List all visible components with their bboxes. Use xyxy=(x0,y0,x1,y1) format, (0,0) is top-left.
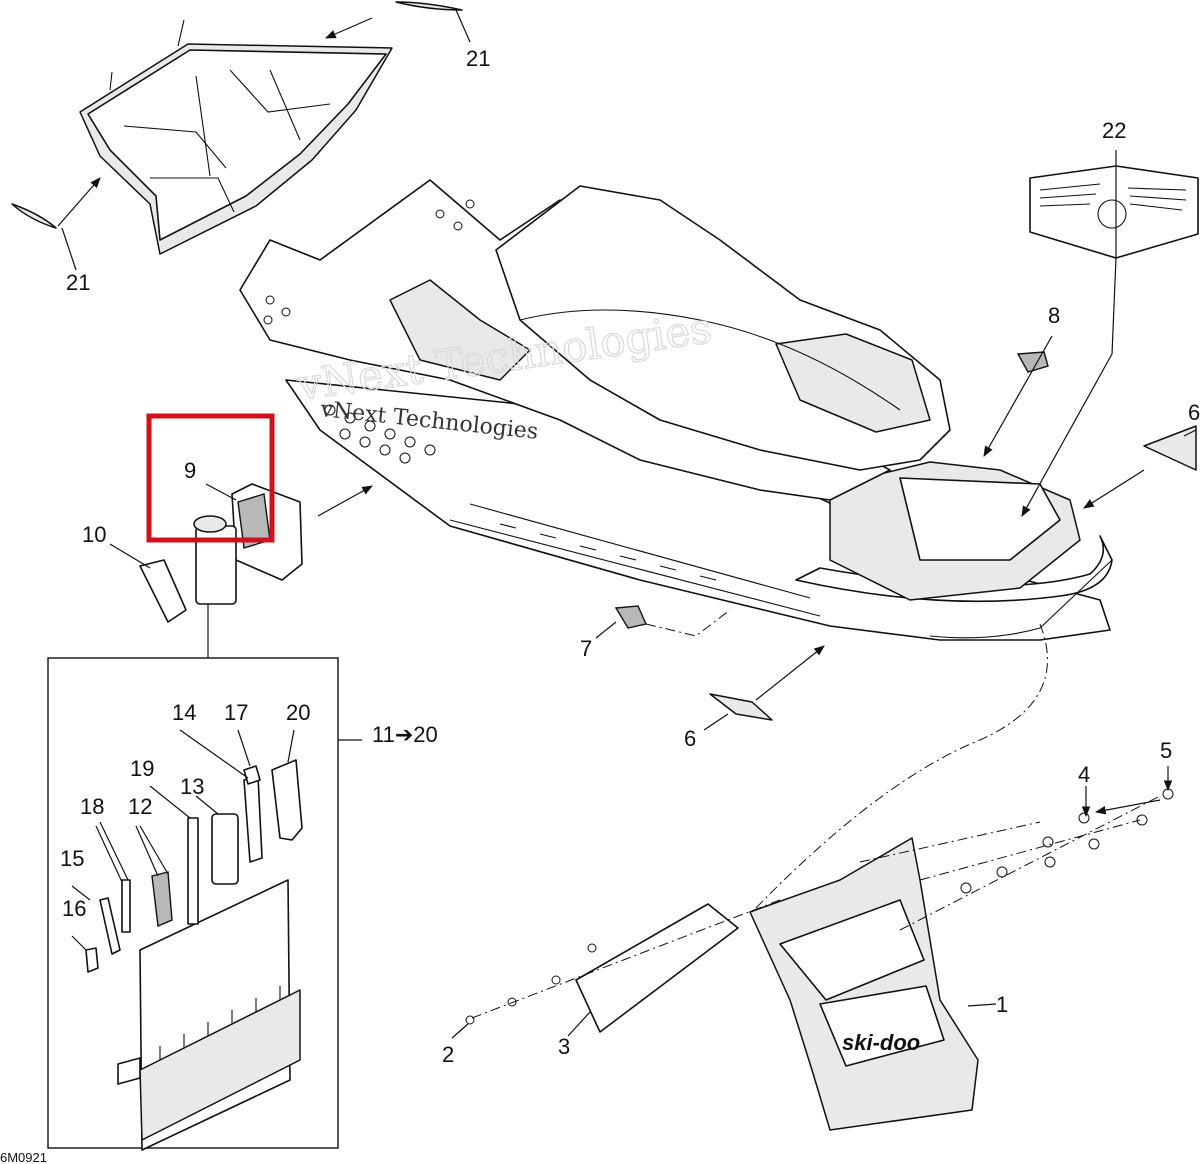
mudflap-logo: ski-doo xyxy=(842,1030,920,1055)
clip-7-part xyxy=(614,605,647,629)
callout-21-left: 21 xyxy=(66,270,90,295)
drawing-code: 6M0921 xyxy=(0,1150,47,1164)
callout-10: 10 xyxy=(82,522,106,547)
tool-16 xyxy=(85,947,99,973)
callout-22: 22 xyxy=(1102,118,1126,143)
small-sticker-21b-part xyxy=(395,1,463,11)
chassis-assembly xyxy=(239,179,1113,641)
callout-9: 9 xyxy=(184,458,196,483)
sticker-6a-part xyxy=(1143,425,1197,471)
warning-decal-22-part xyxy=(1029,165,1199,259)
mudflap-1-part: ski-doo xyxy=(749,837,979,1131)
callout-20: 20 xyxy=(286,700,310,725)
callout-4: 4 xyxy=(1078,762,1090,787)
footrest-holes xyxy=(263,199,475,464)
small-sticker-21a-part xyxy=(11,203,57,229)
belly-pan-part xyxy=(79,19,393,255)
tool-19 xyxy=(187,817,199,925)
tool-kit-box xyxy=(47,657,362,1151)
callout-9-highlight xyxy=(146,413,275,543)
callout-6-right: 6 xyxy=(1188,400,1200,425)
callout-14: 14 xyxy=(172,700,196,725)
callout-18: 18 xyxy=(80,794,104,819)
callout-8: 8 xyxy=(1048,303,1060,328)
callout-labels: 21 21 22 8 6 9 10 7 6 11➔20 14 17 20 19 … xyxy=(60,46,1200,1067)
sticker-6b-part xyxy=(709,693,773,721)
tool-holder-9-part xyxy=(193,483,303,605)
callout-12: 12 xyxy=(128,794,152,819)
callout-2: 2 xyxy=(442,1042,454,1067)
callout-13: 13 xyxy=(180,774,204,799)
tool-12 xyxy=(151,871,173,928)
callout-17: 17 xyxy=(224,700,248,725)
callout-11-20: 11➔20 xyxy=(372,722,438,747)
callout-21-top: 21 xyxy=(466,46,490,71)
fasteners xyxy=(465,788,1174,1025)
tool-18 xyxy=(121,879,131,933)
tool-15 xyxy=(99,897,121,955)
callout-16: 16 xyxy=(62,896,86,921)
callout-6-bottom: 6 xyxy=(684,726,696,751)
callout-5: 5 xyxy=(1160,738,1172,763)
tool-13 xyxy=(211,813,239,885)
callout-7: 7 xyxy=(580,636,592,661)
callout-15: 15 xyxy=(60,846,84,871)
strap-10-part xyxy=(139,559,187,623)
plate-3-part xyxy=(575,903,739,1033)
tool-20 xyxy=(271,759,303,841)
callout-1: 1 xyxy=(996,992,1008,1017)
callout-3: 3 xyxy=(558,1034,570,1059)
callout-19: 19 xyxy=(130,756,154,781)
tool-17 xyxy=(243,765,261,785)
